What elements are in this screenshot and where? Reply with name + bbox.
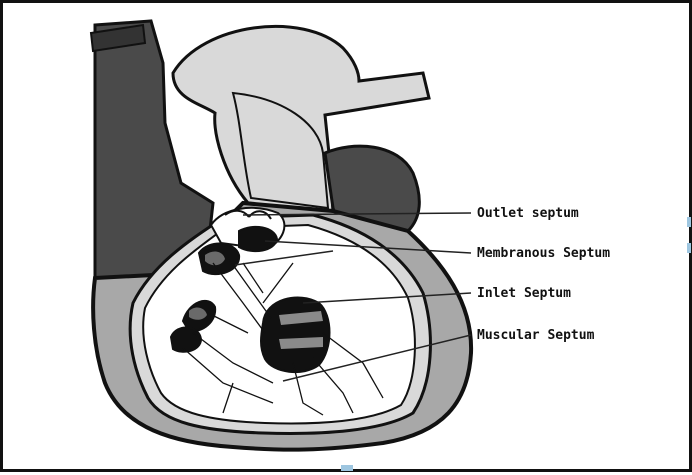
label-outlet-septum: Outlet septum bbox=[477, 206, 579, 221]
heart-septum-diagram: Outlet septum Membranous Septum Inlet Se… bbox=[3, 3, 692, 475]
edge-mark-1 bbox=[687, 217, 691, 227]
label-membranous-septum: Membranous Septum bbox=[477, 246, 610, 261]
membranous-septum-patch bbox=[239, 227, 277, 251]
edge-mark-2 bbox=[687, 243, 691, 253]
muscular-septum-band-2 bbox=[279, 337, 323, 349]
bottom-mark bbox=[341, 465, 353, 471]
muscular-septum-patch bbox=[261, 297, 330, 372]
left-patch-lower bbox=[171, 327, 201, 351]
label-inlet-septum: Inlet Septum bbox=[477, 286, 571, 301]
label-muscular-septum: Muscular Septum bbox=[477, 328, 595, 343]
